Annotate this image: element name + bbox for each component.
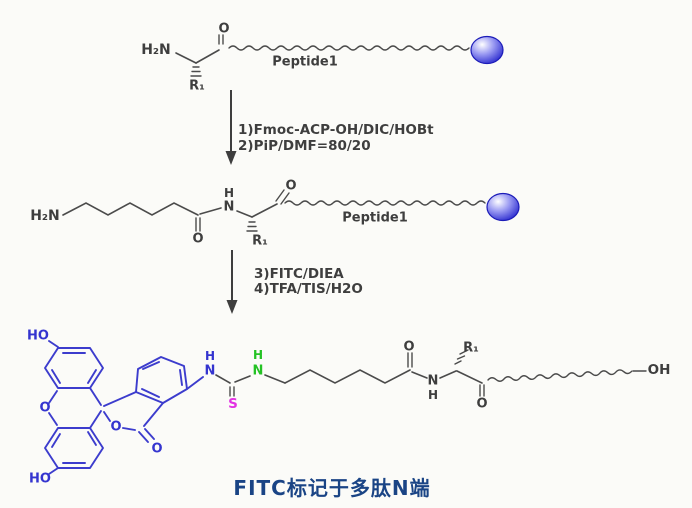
peptide-wavy-line-2 [284,200,486,206]
step-4-text: 4)TFA/TIS/H2O [254,281,363,297]
thiourea-n1-label: N [205,364,216,379]
structure-middle-acp-peptide [62,189,520,232]
step-1-text: 1)Fmoc-ACP-OH/DIC/HOBt [238,122,434,138]
thiourea-s-label: S [228,396,238,412]
peptide1-label-2: Peptide1 [342,211,408,226]
r1-label-2: R₁ [252,234,268,249]
peptide-wavy-line-3 [487,369,633,382]
fluorescein-moiety [44,340,204,475]
thiourea-h2-label: H [253,348,263,362]
fitc-nh-bond [186,376,204,390]
spacer-and-peptide [264,349,647,397]
arrowhead-1 [225,151,237,165]
xanthene-top-ring [44,347,104,389]
step-2-text: 2)PiP/DMF=80/20 [238,138,371,154]
carbonyl-o-label-2: O [285,179,296,194]
amide-o-label-3: O [403,340,414,355]
resin-bead-2 [486,192,520,222]
ho-bottom-label: HO [29,472,51,487]
reaction-arrow-1 [225,90,237,165]
amide-n-label-3: N [428,374,439,389]
carbonyl-o-label-1: O [218,22,229,37]
carbonyl-o-label-3: O [476,397,487,412]
xanthene-o-label: O [39,401,50,416]
peptide1-label-1: Peptide1 [272,55,338,70]
lactone-o-label: O [110,420,121,435]
hashed-wedge-2 [246,221,258,232]
reaction-arrow-2 [226,250,238,314]
amide-o-label-2: O [192,232,203,247]
hashed-wedge-1 [190,66,202,77]
amide-h-label-2: H [224,186,234,200]
atom-labels: H₂N O R₁ Peptide1 1)Fmoc-ACP-OH/DIC/HOBt2)Pi… [27,22,670,501]
resin-bead-1 [470,35,504,65]
thiourea-n2-label: N [253,364,264,379]
caption: FITC标记于多肽N端 [233,476,430,500]
structure-bottom-fitc-peptide [44,340,647,475]
amine-label-1: H₂N [141,42,171,58]
lactone-carbonyl-o-label: O [151,442,162,457]
oh-end-label: OH [648,362,671,378]
xanthene-bottom-ring [44,427,104,469]
r1-label-1: R₁ [189,79,205,94]
thiourea-h1-label: H [205,349,215,363]
amine-label-2: H₂N [30,208,60,224]
amide-h-label-3: H [428,388,438,402]
r1-label-3: R₁ [463,341,479,356]
step-3-text: 3)FITC/DIEA [254,266,344,282]
thiourea-linkage [215,374,251,397]
structure-top-peptide [175,34,504,77]
arrowhead-2 [226,300,238,314]
amide-n-label-2: N [224,200,235,215]
ho-top-label: HO [27,329,49,344]
hashed-wedge-3 [454,349,469,365]
lactone-benzo-ring [135,356,188,404]
peptide-wavy-line-1 [228,45,470,51]
